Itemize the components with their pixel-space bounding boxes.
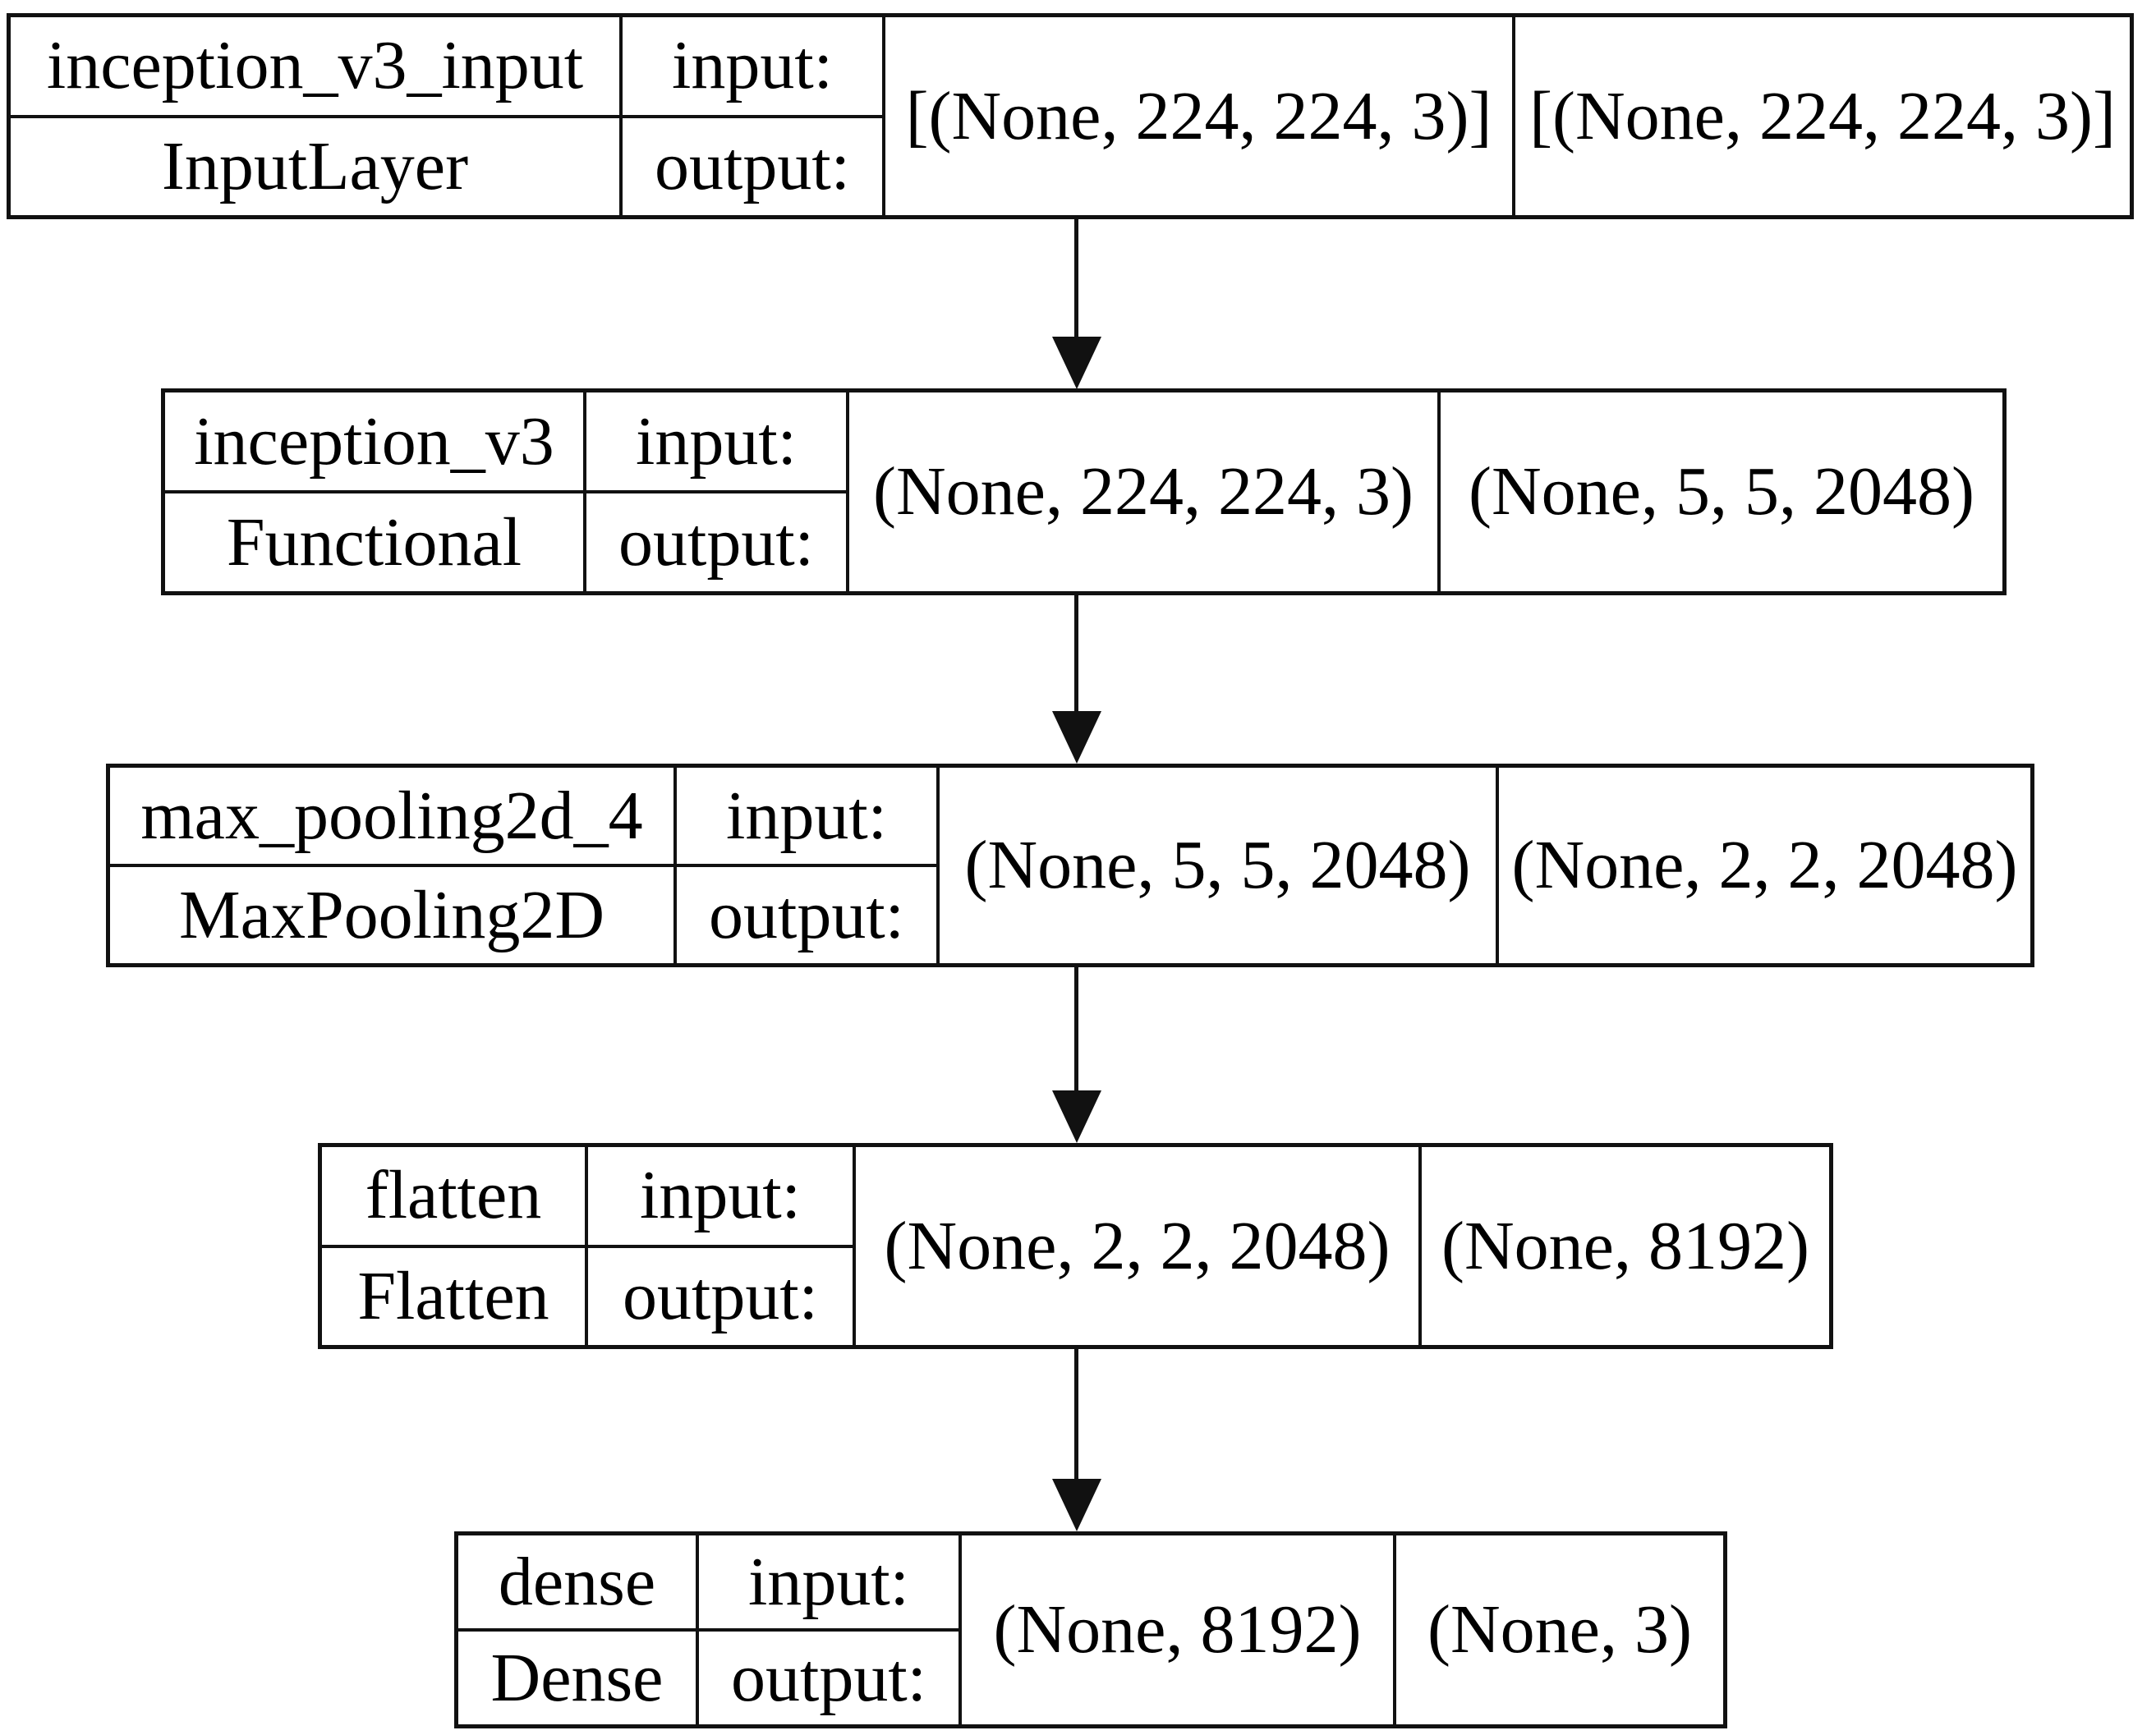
connector-line (1074, 595, 1078, 712)
output-label: output: (730, 1639, 926, 1716)
arrowhead-icon (1052, 711, 1101, 764)
output-shape: (None, 2, 2, 2048) (1496, 768, 2030, 963)
layer-type: Flatten (357, 1257, 549, 1334)
layer-name: inception_v3_input (11, 17, 619, 118)
input-shape: [(None, 224, 224, 3)] (882, 17, 1512, 215)
connector-line (1074, 967, 1078, 1091)
arrowhead-icon (1052, 337, 1101, 389)
layer-name: dense (458, 1535, 696, 1632)
input-label: input: (623, 17, 882, 118)
arrowhead-icon (1052, 1479, 1101, 1531)
input-shape: (None, 8192) (958, 1535, 1393, 1724)
layer-node-inception-v3-input: inception_v3_input InputLayer input: out… (7, 13, 2134, 219)
layer-type: MaxPooling2D (178, 876, 605, 953)
connector-line (1074, 1349, 1078, 1480)
layer-node-dense: dense Dense input: output: (None, 8192) … (454, 1531, 1727, 1728)
layer-name: max_pooling2d_4 (110, 768, 673, 867)
layer-type: InputLayer (161, 127, 469, 204)
output-label: output: (622, 1257, 818, 1334)
layer-name-type-column: dense Dense (458, 1535, 696, 1724)
io-label-column: input: output: (619, 17, 882, 215)
output-shape: [(None, 224, 224, 3)] (1512, 17, 2130, 215)
input-label: input: (588, 1147, 853, 1248)
input-shape: (None, 224, 224, 3) (846, 392, 1437, 591)
connector-line (1074, 219, 1078, 339)
layer-type: Dense (490, 1639, 664, 1716)
layer-name-type-column: max_pooling2d_4 MaxPooling2D (110, 768, 673, 963)
input-label: input: (677, 768, 936, 867)
input-shape: (None, 2, 2, 2048) (853, 1147, 1418, 1345)
input-label: input: (699, 1535, 958, 1632)
output-label: output: (708, 876, 904, 953)
layer-node-max-pooling2d-4: max_pooling2d_4 MaxPooling2D input: outp… (106, 764, 2034, 967)
output-shape: (None, 8192) (1418, 1147, 1829, 1345)
output-shape: (None, 3) (1393, 1535, 1723, 1724)
input-shape: (None, 5, 5, 2048) (936, 768, 1496, 963)
arrowhead-icon (1052, 1090, 1101, 1143)
io-label-column: input: output: (673, 768, 936, 963)
io-label-column: input: output: (583, 392, 846, 591)
layer-name-type-column: inception_v3_input InputLayer (11, 17, 619, 215)
output-label: output: (618, 503, 814, 581)
layer-name-type-column: flatten Flatten (322, 1147, 585, 1345)
layer-name-type-column: inception_v3 Functional (165, 392, 583, 591)
layer-node-inception-v3: inception_v3 Functional input: output: (… (161, 388, 2007, 595)
output-shape: (None, 5, 5, 2048) (1437, 392, 2002, 591)
io-label-column: input: output: (696, 1535, 958, 1724)
layer-name: inception_v3 (165, 392, 583, 493)
layer-type: Functional (226, 503, 522, 581)
io-label-column: input: output: (585, 1147, 853, 1345)
output-label: output: (654, 127, 850, 204)
input-label: input: (586, 392, 846, 493)
layer-node-flatten: flatten Flatten input: output: (None, 2,… (318, 1143, 1833, 1349)
layer-name: flatten (322, 1147, 585, 1248)
